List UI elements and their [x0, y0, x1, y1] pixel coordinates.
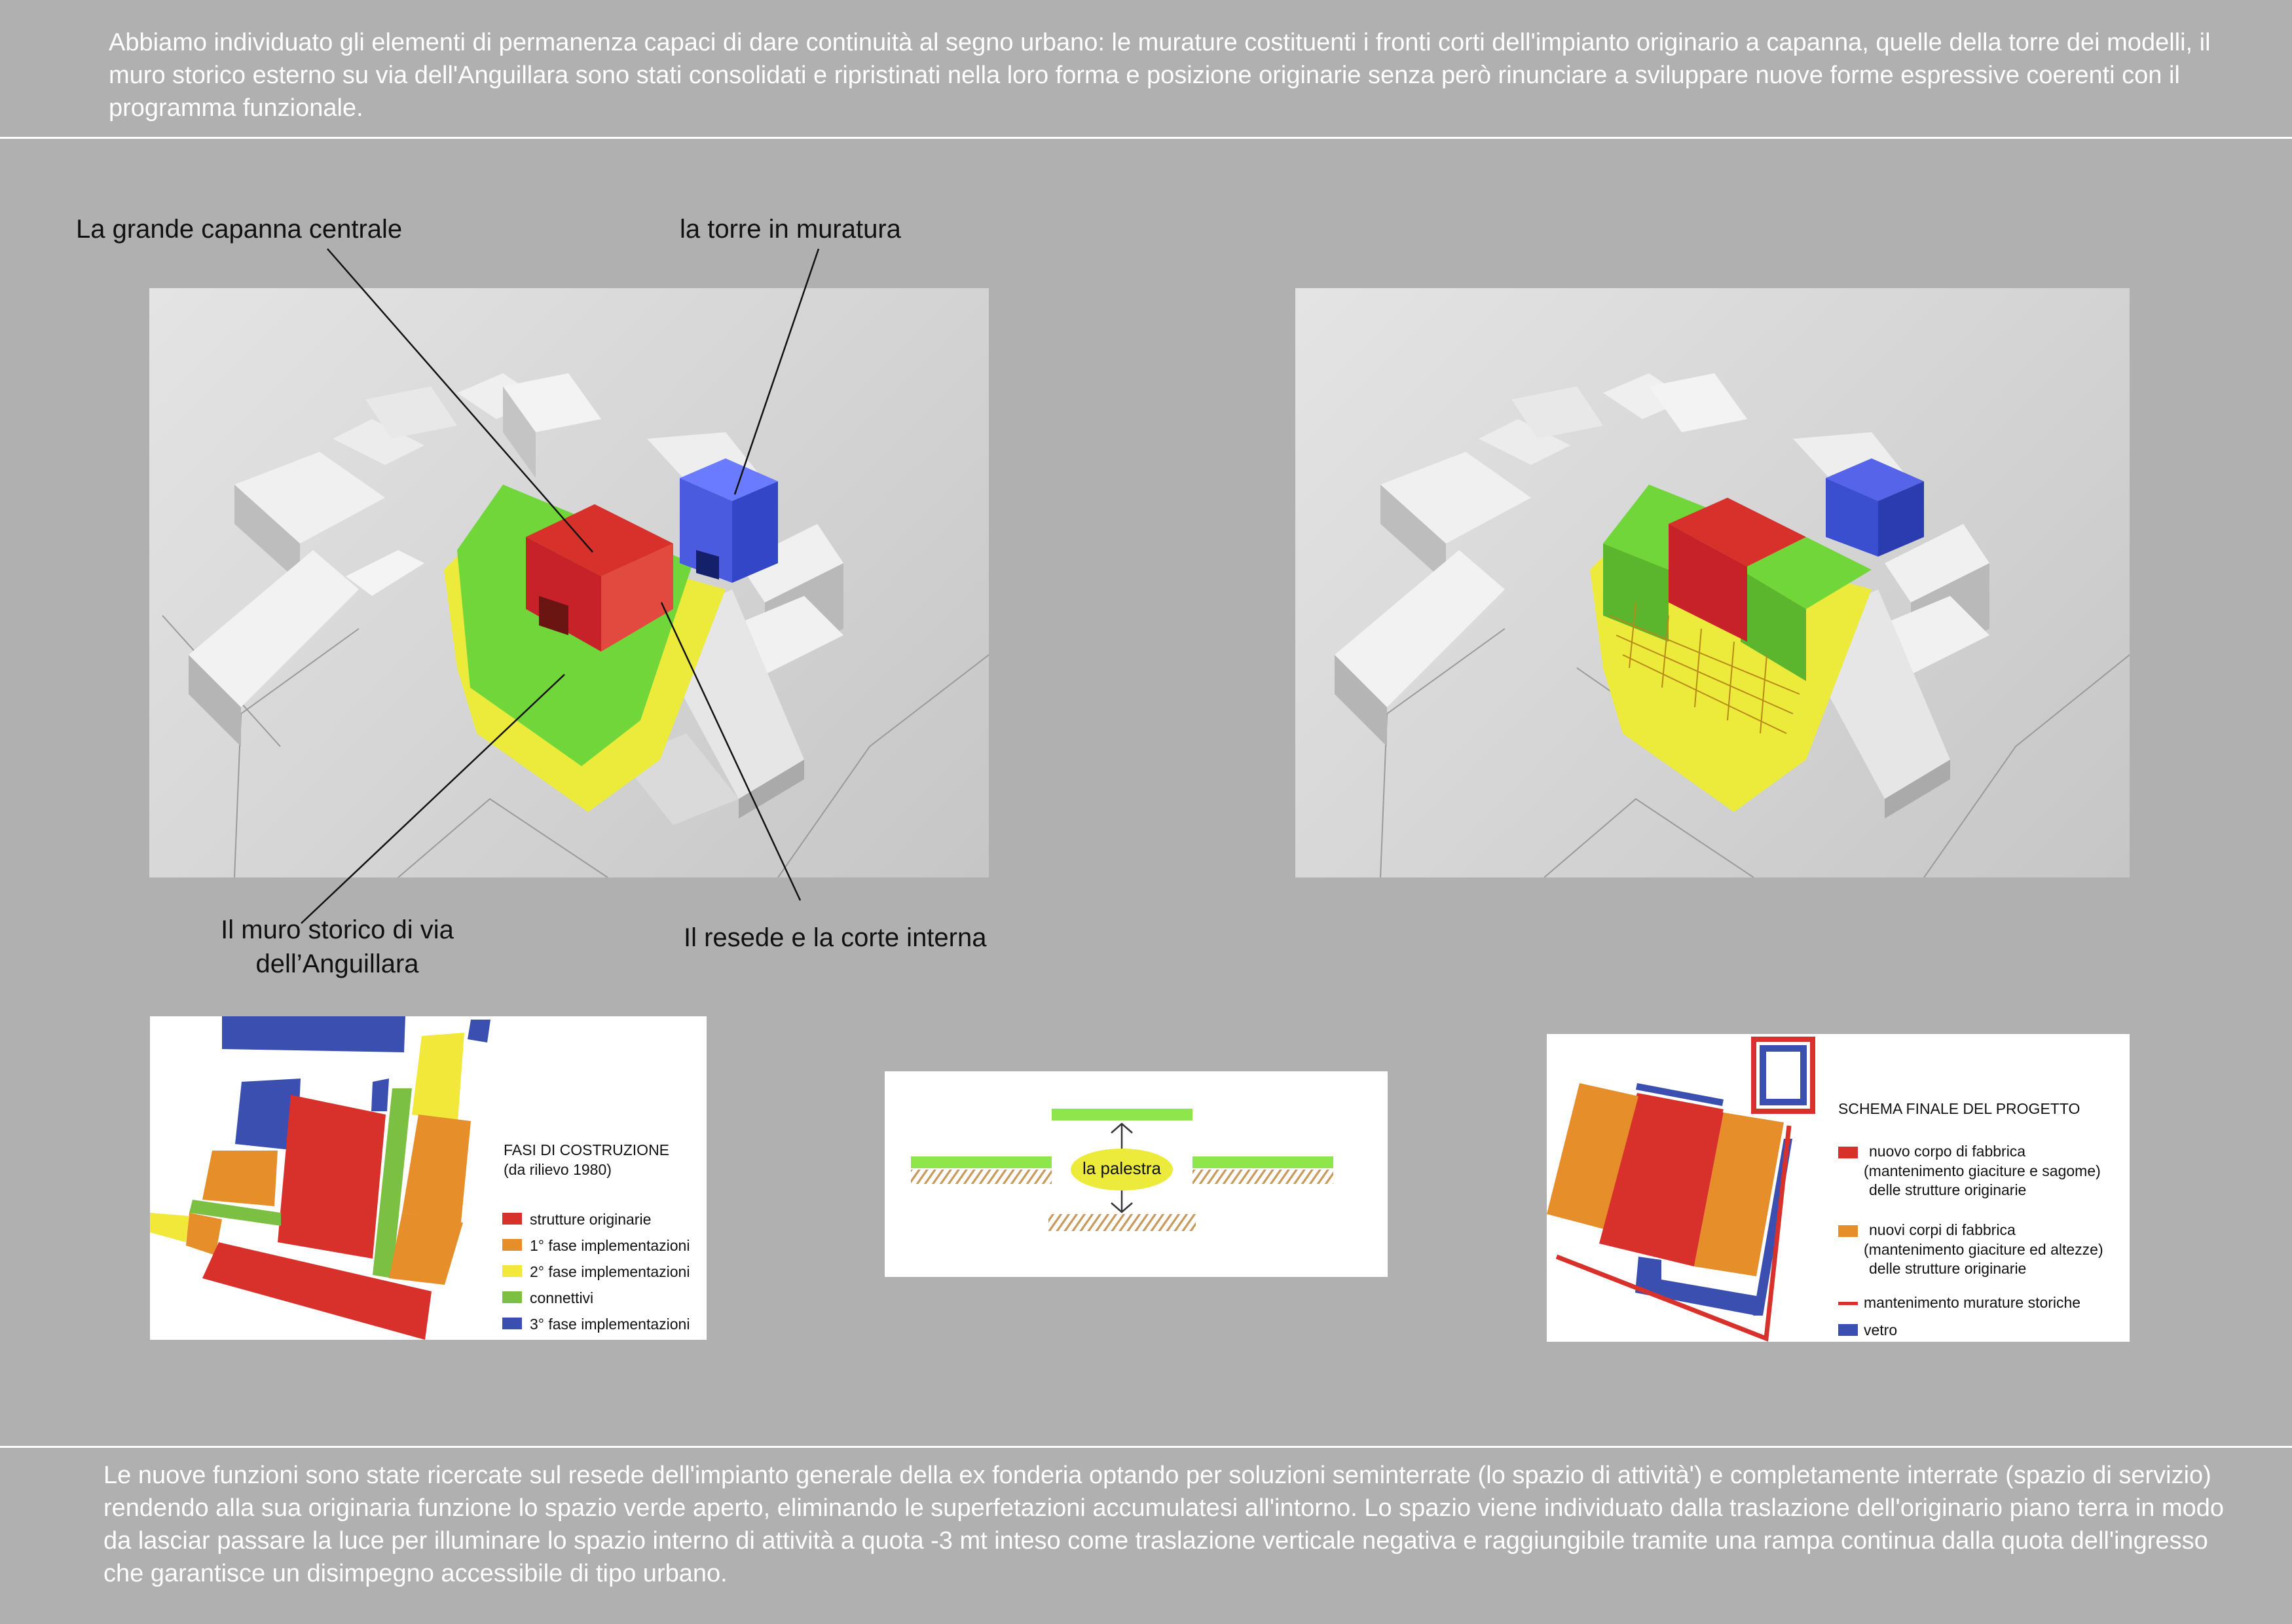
schema-legend-item: mantenimento murature storiche: [1864, 1294, 2081, 1311]
fasi-legend-item: strutture originarie: [530, 1211, 652, 1228]
label-capanna: La grande capanna centrale: [76, 215, 403, 244]
fasi-legend-item: 2° fase implementazioni: [530, 1263, 690, 1280]
schema-swatch-0: [1838, 1147, 1858, 1158]
fasi-legend-item: connettivi: [530, 1289, 594, 1306]
fasi-swatch-2: [502, 1265, 522, 1277]
render-existing: [149, 288, 989, 877]
fasi-swatch-1: [502, 1239, 522, 1251]
label-muro-line1: Il muro storico di via: [221, 915, 454, 944]
top-divider: [0, 137, 2292, 139]
panel-schema-finale: SCHEMA FINALE DEL PROGETTO nuovo corpo d…: [1547, 1034, 2130, 1342]
schema-title: SCHEMA FINALE DEL PROGETTO: [1838, 1100, 2080, 1117]
label-muro: Il muro storico di via dell’Anguillara: [210, 913, 465, 981]
schema-legend-item: nuovo corpo di fabbrica: [1869, 1143, 2026, 1160]
fasi-title: FASI DI COSTRUZIONE: [504, 1141, 670, 1158]
intro-paragraph: Abbiamo individuato gli elementi di perm…: [109, 29, 2211, 122]
fasi-swatch-4: [502, 1318, 522, 1329]
palestra-label: la palestra: [1082, 1158, 1161, 1178]
label-resede: Il resede e la corte interna: [684, 923, 987, 952]
schema-legend-item: vetro: [1864, 1321, 1898, 1338]
schema-legend-item: (mantenimento giaciture ed altezze): [1864, 1241, 2103, 1258]
palestra-diagram: [911, 1109, 1333, 1231]
schema-swatch-2: [1838, 1302, 1858, 1305]
render-project: [1295, 288, 2130, 877]
label-torre: la torre in muratura: [680, 215, 901, 244]
bottom-divider: [0, 1446, 2292, 1448]
fasi-plan: [150, 1016, 490, 1340]
schema-legend-item: delle strutture originarie: [1869, 1260, 2027, 1277]
panel-fasi-costruzione: FASI DI COSTRUZIONE (da rilievo 1980) st…: [150, 1016, 707, 1340]
description-paragraph: Le nuove funzioni sono state ricercate s…: [103, 1462, 2225, 1587]
fasi-subtitle: (da rilievo 1980): [504, 1161, 612, 1178]
schema-legend-item: nuovi corpi di fabbrica: [1869, 1221, 2016, 1238]
fasi-swatch-3: [502, 1291, 522, 1303]
fasi-legend-item: 3° fase implementazioni: [530, 1316, 690, 1333]
panel-palestra: la palestra: [885, 1071, 1388, 1277]
schema-swatch-3: [1838, 1324, 1858, 1336]
fasi-swatch-0: [502, 1213, 522, 1225]
label-muro-line2: dell’Anguillara: [255, 950, 419, 978]
schema-legend-item: delle strutture originarie: [1869, 1181, 2027, 1198]
fasi-legend-item: 1° fase implementazioni: [530, 1237, 690, 1254]
schema-swatch-1: [1838, 1225, 1858, 1237]
schema-legend-item: (mantenimento giaciture e sagome): [1864, 1162, 2101, 1179]
schema-plan: [1547, 1037, 1815, 1342]
